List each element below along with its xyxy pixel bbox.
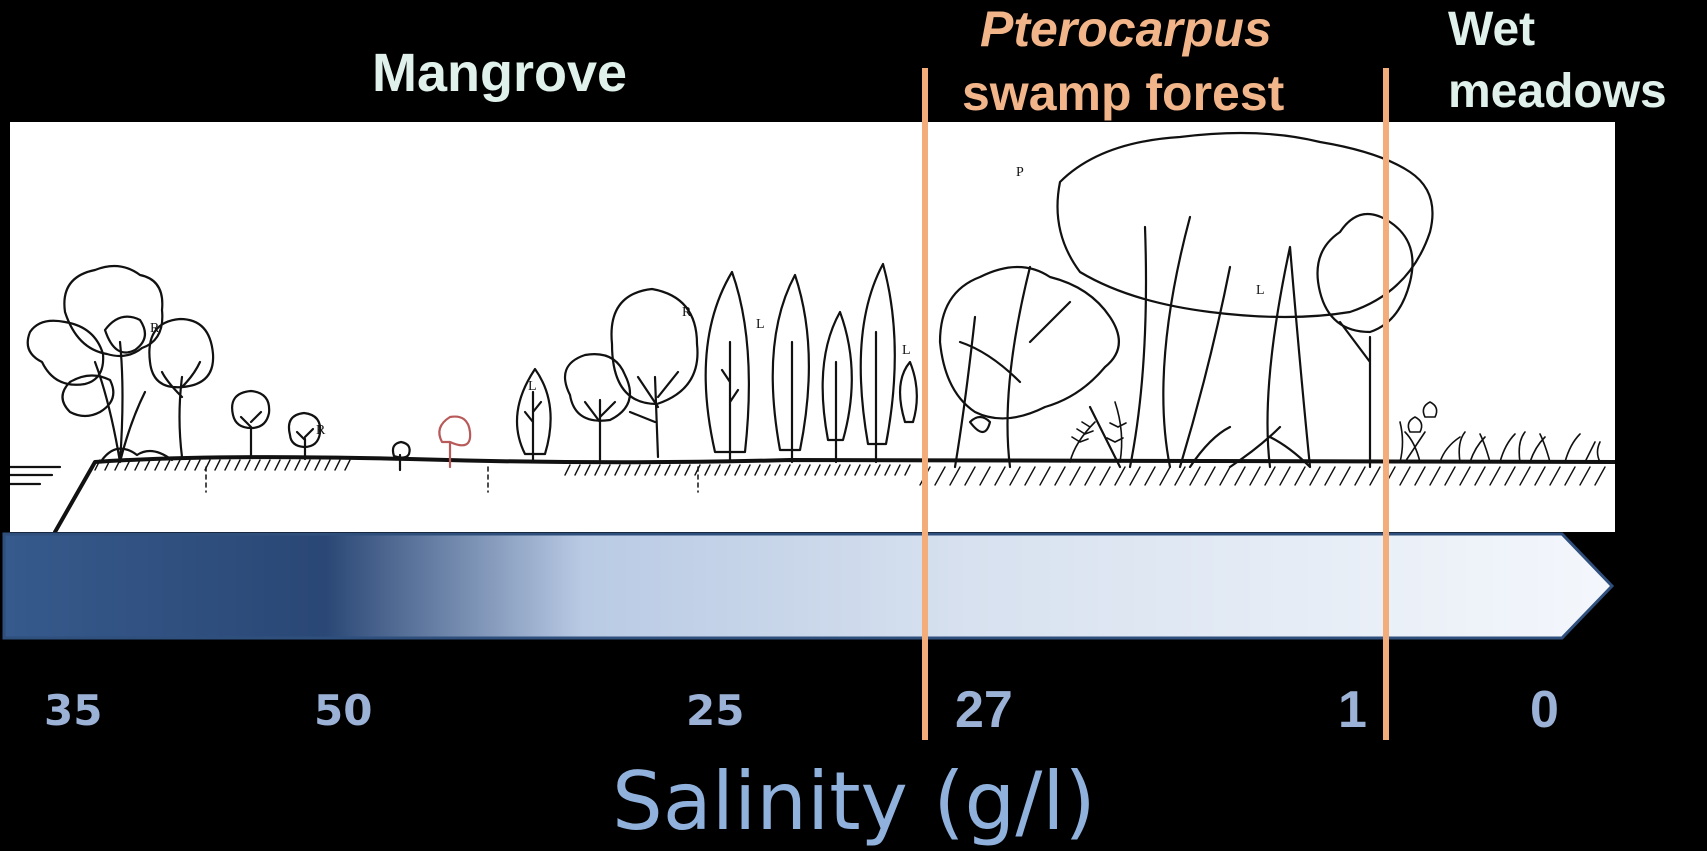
salinity-value: 27	[955, 680, 1013, 740]
tree-letter-l3: L	[902, 343, 911, 358]
tree-letter-l1: L	[528, 379, 537, 394]
poplar-tree-3	[823, 312, 852, 462]
tree-letter-l4: L	[1256, 283, 1265, 298]
swamp-meadow-boundary	[1383, 68, 1389, 740]
salinity-value: 0	[1530, 680, 1559, 740]
salinity-value: 35	[44, 686, 102, 735]
tree-letter-l2: L	[756, 317, 765, 332]
vegetation-drawing: R R L R L L P L	[10, 122, 1615, 532]
rhizophora-tree-medium	[149, 319, 213, 457]
tree-letter-r3: R	[682, 305, 692, 320]
mangrove-zone-label: Mangrove	[372, 42, 627, 104]
tree-letter-r1: R	[150, 321, 160, 336]
tree-round-1	[565, 354, 630, 460]
wet-meadows-zone-label: Wet	[1448, 2, 1535, 57]
water-lines	[10, 467, 60, 484]
pterocarpus-zone-sublabel: swamp forest	[962, 64, 1284, 122]
transect-tick-marks	[206, 467, 698, 492]
small-tree-1	[232, 391, 269, 457]
pterocarpus-tree-right	[1318, 214, 1413, 467]
pterocarpus-zone-label: Pterocarpus	[980, 0, 1272, 58]
ground-line	[55, 457, 1615, 532]
pterocarpus-tree-giant	[1058, 133, 1433, 467]
tree-letter-r2: R	[316, 423, 326, 438]
poplar-tree-2	[773, 275, 809, 462]
salinity-value: 1	[1338, 680, 1367, 740]
wet-meadows-zone-sublabel: meadows	[1448, 64, 1667, 119]
meadow-grasses	[1400, 402, 1600, 462]
pterocarpus-tree-left	[940, 267, 1119, 467]
poplar-tree-1	[706, 272, 749, 462]
fern-cluster	[1070, 402, 1126, 462]
tree-letter-p1: P	[1016, 165, 1024, 180]
ground-hatching	[95, 460, 1605, 485]
seedling-1	[393, 442, 410, 470]
salinity-value: 25	[686, 686, 744, 735]
salinity-axis-label: Salinity (g/l)	[612, 755, 1096, 848]
mangrove-swamp-boundary	[922, 68, 928, 740]
salinity-gradient-arrow	[0, 530, 1620, 649]
salinity-value: 50	[314, 686, 372, 735]
poplar-tree-4	[861, 264, 917, 462]
vegetation-illustration: R R L R L L P L	[10, 122, 1615, 532]
